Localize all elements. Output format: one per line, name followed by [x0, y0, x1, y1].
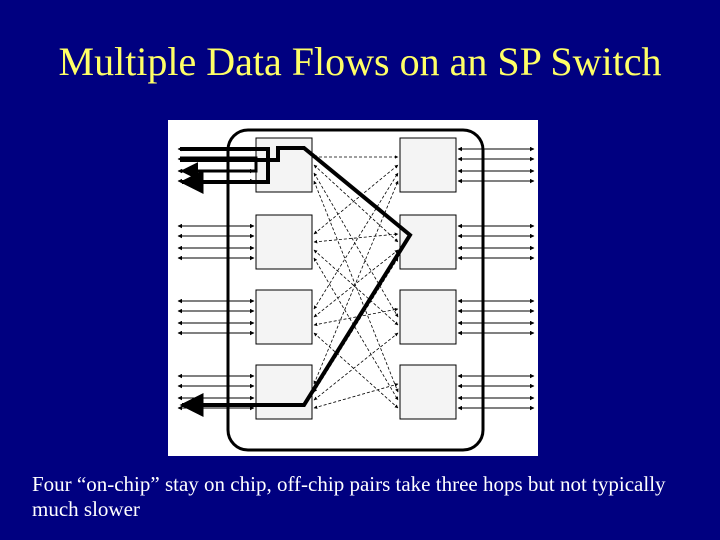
left-chip-3 [255, 289, 313, 345]
left-chip-2 [255, 214, 313, 270]
on-chip-flow-path [179, 147, 270, 194]
right-external-links [457, 146, 535, 411]
left-external-links [177, 146, 255, 411]
slide-title: Multiple Data Flows on an SP Switch [58, 39, 662, 84]
internal-crossbar-links [313, 155, 399, 409]
off-chip-flow-path [179, 146, 413, 417]
right-chip-3 [399, 289, 457, 345]
switch-diagram [168, 120, 538, 456]
right-chip-1 [399, 137, 457, 193]
switch-board-outline [226, 128, 485, 452]
switch-diagram-svg [177, 128, 535, 452]
right-chip-4 [399, 364, 457, 420]
left-chip-4 [255, 364, 313, 420]
slide-caption: Four “on-chip” stay on chip, off-chip pa… [32, 472, 666, 521]
right-chip-2 [399, 214, 457, 270]
